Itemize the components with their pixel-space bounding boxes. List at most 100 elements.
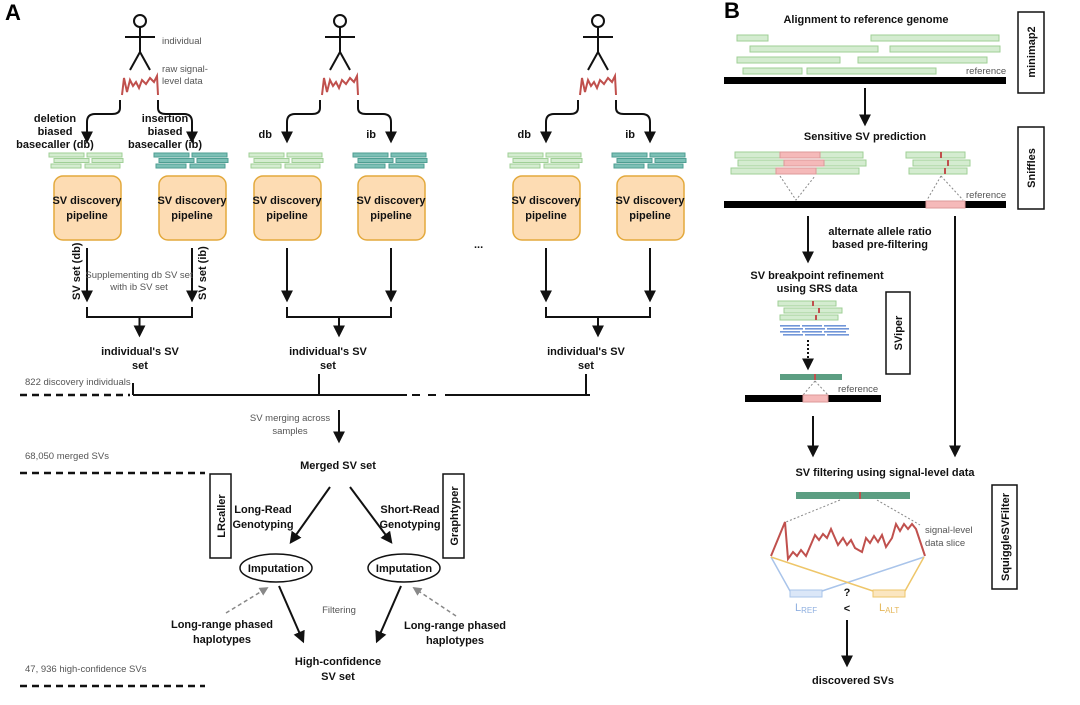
prefilter-label-2: based pre-filtering (832, 239, 928, 251)
individual-label: individual (162, 36, 202, 47)
signal-slice-label-1: signal-level (925, 525, 973, 536)
squigglesvfilter-label: SquiggleSVFilter (1000, 492, 1012, 581)
lrcaller-box (209, 473, 232, 559)
minimap2-box (1017, 11, 1045, 94)
sv-discovery-pipeline-box (158, 175, 227, 241)
combine-bracket (86, 307, 193, 335)
squigglesvfilter-box (991, 484, 1018, 590)
individual-group: SV discovery pipeline SV discovery pipeline… (248, 14, 428, 372)
comparison-symbol: < (844, 603, 850, 615)
reference-label-1: reference (966, 66, 1006, 77)
haplotypes-right-2: haplotypes (426, 635, 484, 647)
high-conf-set-2: SV set (321, 671, 355, 683)
pipeline-label-1: SV discovery (511, 195, 581, 207)
imputation-right (367, 553, 441, 583)
haplotypes-left-2: haplotypes (193, 634, 251, 646)
signal-squiggle (579, 72, 617, 96)
short-read-arrow (349, 486, 393, 544)
filtering-title: SV filtering using signal-level data (795, 467, 975, 479)
individual-sv-set-1: individual's SV (101, 346, 179, 358)
individual-sv-set-2: set (578, 360, 594, 372)
filter-arrow-right (375, 585, 402, 644)
sv-set-ib-label: SV set (ib) (197, 246, 209, 300)
slice-dotted-lines (785, 499, 921, 526)
individual-sv-set-2: set (132, 360, 148, 372)
refined-breakpoint (814, 374, 816, 380)
ib-reads (352, 152, 428, 169)
sniffles-box (1017, 126, 1045, 210)
combine-bracket (545, 307, 651, 335)
individual-sv-set-1: individual's SV (289, 346, 367, 358)
discovery-count: 822 discovery individuals (25, 377, 131, 388)
sv-discovery-pipeline-box (512, 175, 581, 241)
db-short-label: db (518, 129, 532, 141)
signal-slice-squiggle (770, 521, 926, 562)
haplotypes-left-1: Long-range phased (171, 619, 273, 631)
high-conf-set-1: High-confidence (295, 656, 381, 668)
pipeline-label-1: SV discovery (252, 195, 322, 207)
pipeline-label-1: SV discovery (157, 195, 227, 207)
db-label-2: biased (38, 126, 73, 138)
refined-dotted-lines (802, 380, 829, 396)
sv-discovery-pipeline-box (53, 175, 122, 241)
alignment-title: Alignment to reference genome (783, 14, 948, 26)
db-arrow (81, 100, 121, 144)
pipeline-label-1: SV discovery (52, 195, 122, 207)
pipeline-label-1: SV discovery (615, 195, 685, 207)
person-icon-body (583, 27, 613, 71)
db-reads (48, 152, 124, 169)
alt-model-lines (770, 556, 925, 592)
signal-squiggle (121, 72, 159, 96)
supplementing-label-2: with ib SV set (109, 282, 168, 293)
imputation-left (239, 553, 313, 583)
ib-arrow (615, 100, 656, 144)
refinement-label-2: using SRS data (777, 283, 859, 295)
person-icon (333, 14, 347, 28)
prediction-title: Sensitive SV prediction (804, 131, 927, 143)
long-read-label-2: Genotyping (232, 519, 293, 531)
l-ref-label: LREF (795, 602, 817, 615)
minimap2-label: minimap2 (1026, 26, 1038, 77)
short-read-label-1: Short-Read (380, 504, 439, 516)
ib-label-3: basecaller (ib) (128, 139, 202, 151)
l-alt-label: LALT (879, 602, 899, 615)
sv-set-db-label: SV set (db) (71, 242, 83, 300)
person-icon-body (125, 27, 155, 71)
person-icon-body (325, 27, 355, 71)
prediction-reads (730, 151, 971, 175)
refinement-label-1: SV breakpoint refinement (750, 270, 884, 282)
sviper-label: SViper (893, 315, 905, 350)
panel-a-label: A (5, 0, 21, 25)
imputation-right-label: Imputation (376, 563, 432, 575)
pipeline-label-2: pipeline (629, 210, 671, 222)
individual-sv-set-1: individual's SV (547, 346, 625, 358)
high-conf-count: 47, 936 high-confidence SVs (25, 664, 147, 675)
refined-highlight (802, 394, 829, 403)
pipeline-label-1: SV discovery (356, 195, 426, 207)
pipeline-label-2: pipeline (266, 210, 308, 222)
pipeline-label-2: pipeline (370, 210, 412, 222)
ref-model-box (789, 589, 823, 598)
db-arrow (540, 100, 579, 144)
pipeline-label-2: pipeline (66, 210, 108, 222)
question-mark: ? (844, 587, 851, 599)
sv-dotted-lines (779, 175, 964, 201)
person-icon (133, 14, 147, 28)
db-label-3: basecaller (db) (16, 139, 94, 151)
haplotypes-right-1: Long-range phased (404, 620, 506, 632)
reference-bar-2 (724, 201, 1006, 208)
reference-label-3: reference (838, 384, 878, 395)
ib-short-label: ib (625, 129, 635, 141)
merged-set: Merged SV set (300, 460, 376, 472)
sv-discovery-pipeline-box (357, 175, 426, 241)
sv-discovery-pipeline-box (253, 175, 322, 241)
filtering-label: Filtering (322, 605, 356, 616)
merge-line (132, 374, 590, 396)
sniffles-label: Sniffles (1026, 148, 1038, 188)
ib-arrow (357, 100, 397, 144)
raw-signal-label-2: level data (162, 76, 203, 87)
ib-reads (611, 152, 687, 169)
